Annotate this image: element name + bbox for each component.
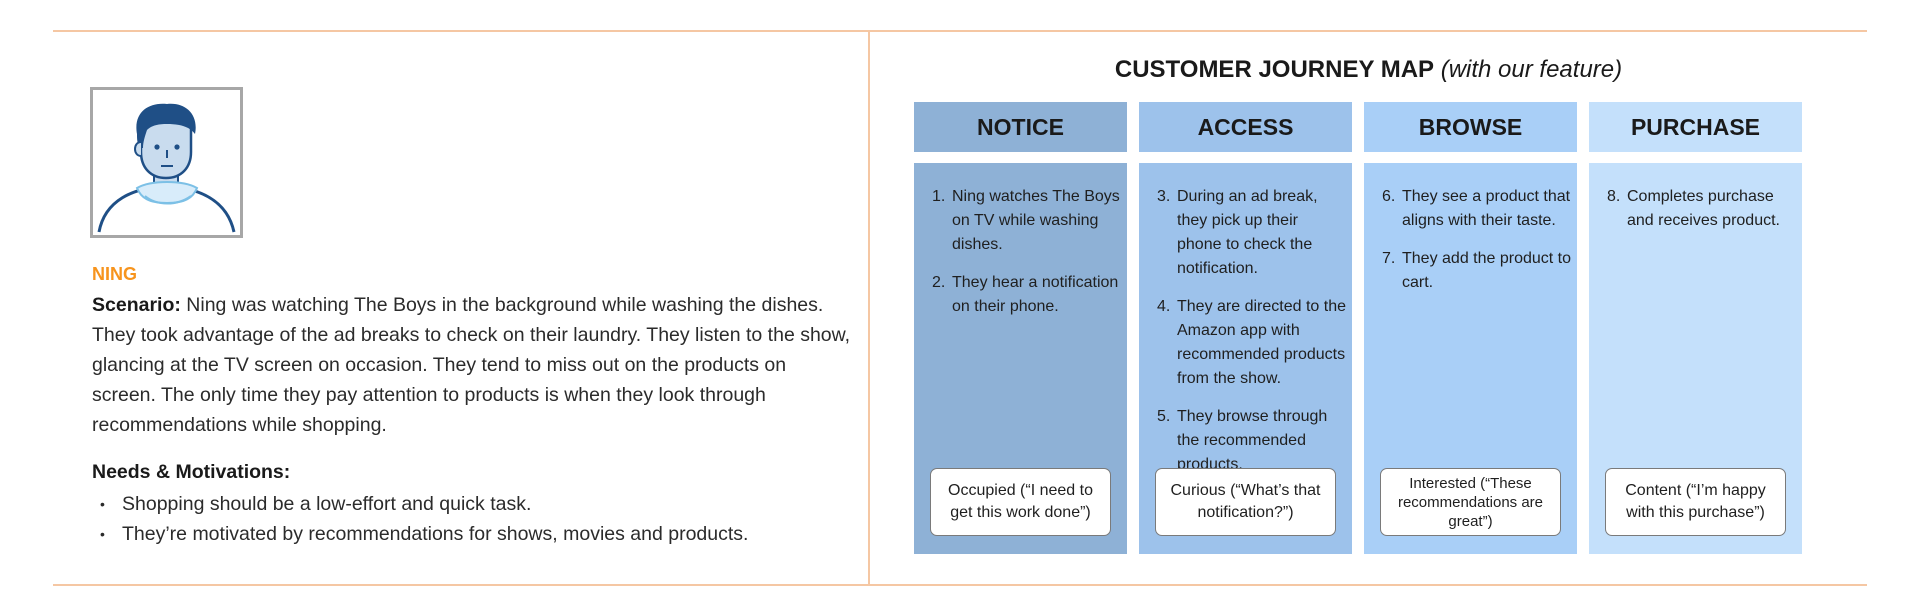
stage-body-notice: 1.Ning watches The Boys on TV while wash…: [914, 163, 1127, 554]
list-item: •They’re motivated by recommendations fo…: [100, 519, 748, 549]
list-item: 6.They see a product that aligns with th…: [1382, 188, 1571, 229]
steps-list: 8.Completes purchase and receives produc…: [1607, 185, 1796, 247]
stage-header-purchase: PURCHASE: [1589, 102, 1802, 152]
stage-body-browse: 6.They see a product that aligns with th…: [1364, 163, 1577, 554]
steps-list: 1.Ning watches The Boys on TV while wash…: [932, 185, 1121, 333]
top-divider: [53, 30, 1867, 32]
needs-title: Needs & Motivations:: [92, 461, 291, 483]
center-divider: [868, 30, 870, 586]
emotion-card-notice: Occupied (“I need to get this work done”…: [930, 468, 1111, 536]
stage-body-access: 3.During an ad break, they pick up their…: [1139, 163, 1352, 554]
persona-name: NING: [92, 264, 137, 284]
needs-list: •Shopping should be a low-effort and qui…: [100, 489, 748, 549]
list-item: 2.They hear a notification on their phon…: [932, 274, 1119, 315]
bullet-icon: •: [100, 526, 105, 542]
list-item: 8.Completes purchase and receives produc…: [1607, 188, 1780, 229]
list-item: 5.They browse through the recommended pr…: [1157, 408, 1328, 473]
emotion-card-access: Curious (“What’s that notification?”): [1155, 468, 1336, 536]
bullet-icon: •: [100, 496, 105, 512]
list-item: 7.They add the product to cart.: [1382, 250, 1571, 291]
scenario-text: Scenario: Ning was watching The Boys in …: [92, 290, 852, 440]
steps-list: 6.They see a product that aligns with th…: [1382, 185, 1571, 309]
list-item: 1.Ning watches The Boys on TV while wash…: [932, 188, 1120, 253]
scenario-label: Scenario:: [92, 294, 181, 316]
list-item: 3.During an ad break, they pick up their…: [1157, 188, 1318, 277]
list-item: 4.They are directed to the Amazon app wi…: [1157, 298, 1346, 387]
scenario-body: Ning was watching The Boys in the backgr…: [92, 294, 851, 436]
map-title: CUSTOMER JOURNEY MAP (with our feature): [1114, 56, 1623, 83]
bottom-divider: [53, 584, 1867, 586]
list-item: •Shopping should be a low-effort and qui…: [100, 489, 748, 519]
steps-list: 3.During an ad break, they pick up their…: [1157, 185, 1346, 491]
emotion-card-browse: Interested (“These recommendations are g…: [1380, 468, 1561, 536]
emotion-card-purchase: Content (“I’m happy with this purchase”): [1605, 468, 1786, 536]
avatar-icon: [93, 90, 240, 235]
persona-avatar: [90, 87, 243, 238]
stage-body-purchase: 8.Completes purchase and receives produc…: [1589, 163, 1802, 554]
stage-header-notice: NOTICE: [914, 102, 1127, 152]
stage-header-browse: BROWSE: [1364, 102, 1577, 152]
stage-header-access: ACCESS: [1139, 102, 1352, 152]
